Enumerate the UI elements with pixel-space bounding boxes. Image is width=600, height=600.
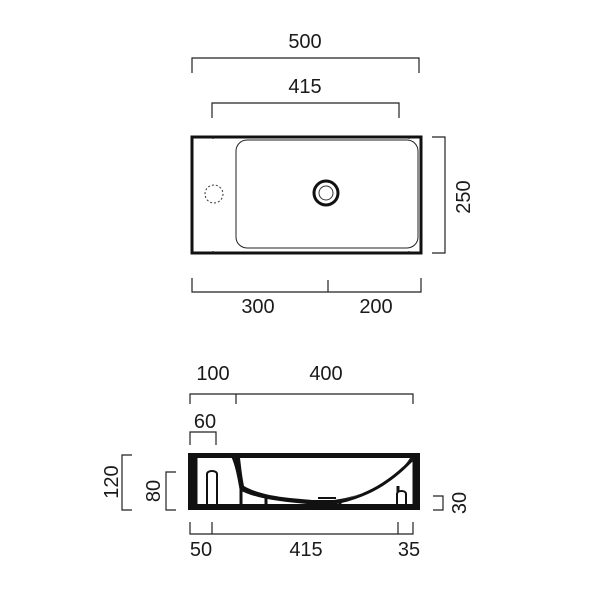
dim-left-margin-label: 50 — [190, 539, 212, 561]
dim-bowl-width-label: 400 — [309, 363, 342, 385]
dim-inner-width-label: 415 — [289, 539, 322, 561]
basin-section — [188, 453, 420, 510]
dim-drain-offset-right-label: 200 — [359, 296, 392, 318]
tap-hole-icon — [204, 184, 224, 204]
section-view: 100 400 60 120 — [101, 363, 471, 561]
dim-ledge-width-label: 100 — [196, 363, 229, 385]
dim-total-height: 120 — [101, 454, 132, 511]
dim-total-height-label: 120 — [101, 465, 123, 498]
dim-ledge-height: 80 — [143, 471, 176, 511]
dim-overall-length: 500 — [191, 31, 420, 73]
dim-basin-length-label: 415 — [288, 76, 321, 98]
dim-depth-label: 250 — [453, 180, 475, 213]
basin-bowl — [235, 139, 419, 249]
drain-icon — [312, 179, 340, 207]
dim-ledge-bowl: 100 400 — [189, 363, 414, 404]
dim-depth: 250 — [432, 136, 475, 254]
dim-bottom-widths: 50 415 35 — [189, 522, 420, 561]
top-view: 500 415 250 300 200 — [190, 31, 475, 318]
basin-outline — [190, 135, 423, 255]
basin-rim-ticks — [212, 137, 410, 253]
dim-tap-zone: 60 — [189, 411, 217, 445]
dim-overall-length-label: 500 — [288, 31, 321, 53]
dim-drain-height: 30 — [433, 492, 471, 514]
dim-drain-height-label: 30 — [449, 492, 471, 514]
dim-drain-offset: 300 200 — [191, 278, 422, 318]
dim-tap-zone-label: 60 — [194, 411, 216, 433]
dim-right-margin-label: 35 — [398, 539, 420, 561]
dim-drain-offset-left-label: 300 — [241, 296, 274, 318]
dim-ledge-height-label: 80 — [143, 480, 165, 502]
dim-basin-length: 415 — [211, 76, 400, 118]
